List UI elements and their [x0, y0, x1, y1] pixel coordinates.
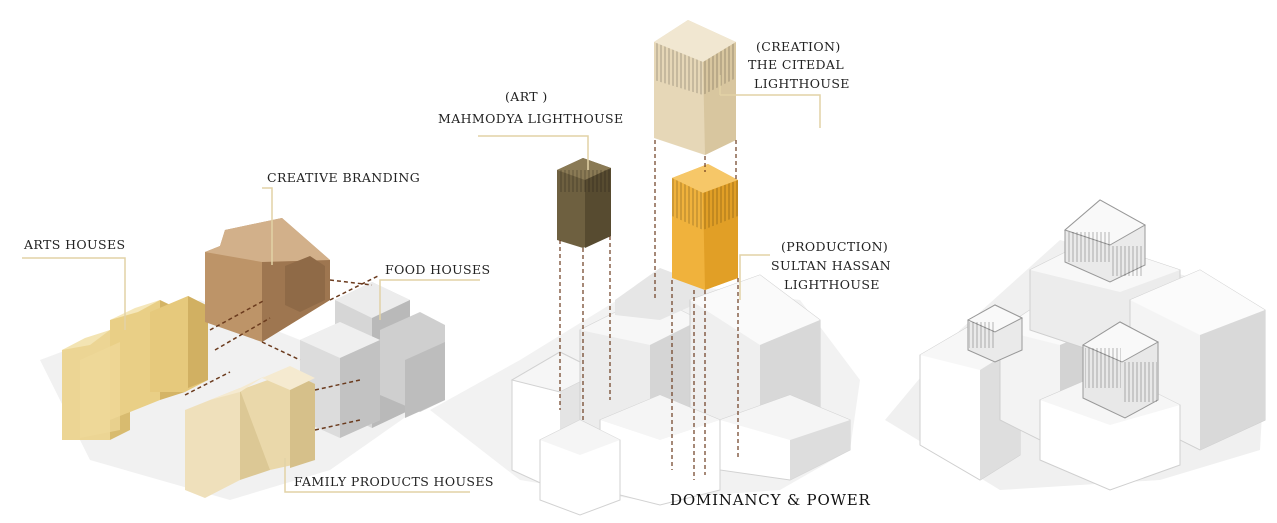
right-cluster	[885, 199, 1266, 491]
label-art-tag: (ART )	[505, 89, 548, 104]
label-production-tag: (PRODUCTION)	[781, 239, 889, 254]
citedal-lighthouse	[654, 20, 736, 155]
label-citedal-line1: THE CITEDAL	[748, 57, 845, 72]
creative-branding-block	[205, 218, 330, 342]
lighthouse-projection-lines	[559, 140, 739, 480]
food-houses-block	[300, 282, 445, 438]
right-lighthouses	[966, 199, 1160, 419]
label-sultan-line1: SULTAN HASSAN	[771, 258, 891, 273]
leader-lines-middle	[478, 75, 821, 300]
label-citedal-line2: LIGHTHOUSE	[754, 76, 850, 91]
diagram-title: DOMINANCY & POWER	[670, 491, 871, 509]
connector-lines	[184, 274, 381, 431]
arts-houses-block	[62, 296, 208, 440]
label-food-houses: FOOD HOUSES	[385, 262, 491, 277]
label-family-products-houses: FAMILY PRODUCTS HOUSES	[294, 474, 494, 489]
label-mahmodya-lighthouse: MAHMODYA LIGHTHOUSE	[438, 111, 624, 126]
label-creative-branding: CREATIVE BRANDING	[267, 170, 421, 185]
label-creation-tag: (CREATION)	[756, 39, 841, 54]
sultan-hassan-lighthouse	[672, 164, 738, 290]
left-cluster	[22, 187, 480, 500]
label-arts-houses: ARTS HOUSES	[24, 237, 126, 252]
middle-cluster	[430, 20, 860, 516]
mahmodya-lighthouse	[557, 158, 611, 248]
label-sultan-line2: LIGHTHOUSE	[784, 277, 880, 292]
leader-lines-left	[22, 187, 480, 493]
family-products-block	[185, 366, 315, 498]
